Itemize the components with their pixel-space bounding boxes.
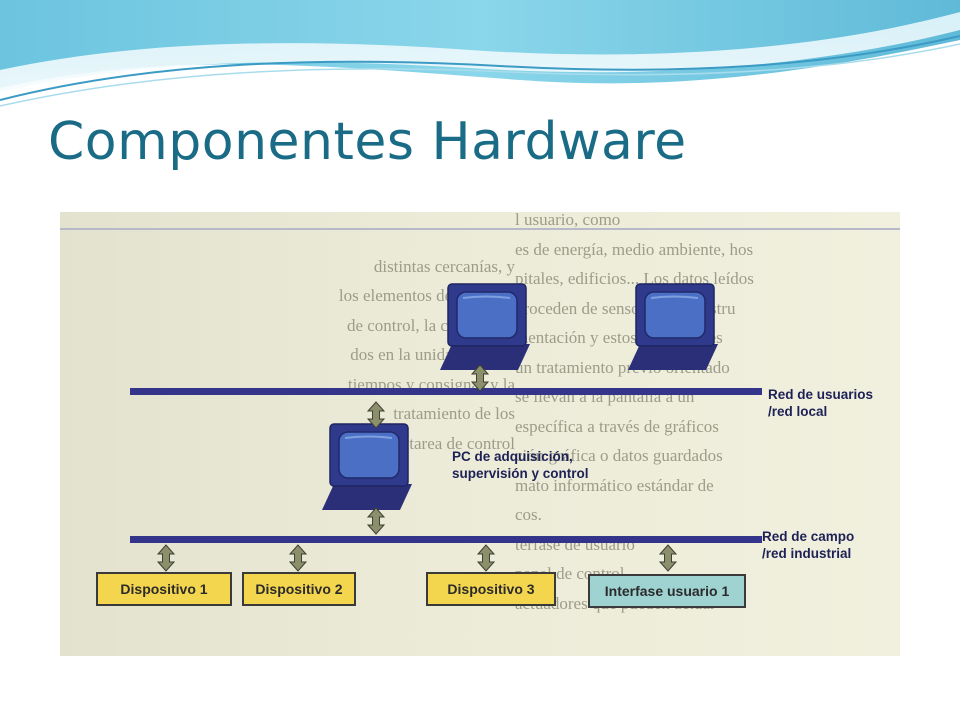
workstation-1-monitor-icon bbox=[439, 283, 531, 371]
pc-acquisition-monitor-icon bbox=[321, 423, 413, 511]
device-2-connector-arrow bbox=[289, 544, 307, 572]
network-diagram: distintas cercanías, y los elementos de … bbox=[60, 212, 900, 656]
users-network-label-line-2: /red local bbox=[768, 404, 828, 419]
device-3-connector-arrow bbox=[477, 544, 495, 572]
background-text-line: distintas cercanías, y bbox=[373, 256, 515, 276]
background-text-line: cos. bbox=[515, 505, 542, 524]
background-text-line: tratamiento de los bbox=[393, 404, 515, 423]
field-network-label-line-2: /red industrial bbox=[762, 546, 852, 561]
device-2-box: Dispositivo 2 bbox=[242, 572, 356, 606]
device-3-box: Dispositivo 3 bbox=[426, 572, 556, 606]
field-network-label: Red de campo /red industrial bbox=[762, 528, 854, 562]
pc-to-field-connector-arrow bbox=[367, 507, 385, 535]
background-text-line: l usuario, como bbox=[515, 212, 621, 229]
slide-title: Componentes Hardware bbox=[48, 112, 687, 172]
interface-user-1-box: Interfase usuario 1 bbox=[588, 574, 746, 608]
pc-acquisition-label-line-1: PC de adquisición, bbox=[452, 449, 573, 464]
users-network-label: Red de usuarios /red local bbox=[768, 386, 873, 420]
background-text-line: ción gráfica o datos guardados bbox=[515, 446, 723, 465]
diagram-graphics bbox=[130, 283, 762, 572]
pc-acquisition-label: PC de adquisición, supervisión y control bbox=[452, 448, 589, 482]
workstation-2-monitor-icon bbox=[627, 283, 719, 371]
pc-acquisition-label-line-2: supervisión y control bbox=[452, 466, 589, 481]
device-1-box: Dispositivo 1 bbox=[96, 572, 232, 606]
background-text-line: mato informático estándar de bbox=[515, 475, 714, 495]
users-network-label-line-1: Red de usuarios bbox=[768, 387, 874, 402]
interface-1-connector-arrow bbox=[659, 544, 677, 572]
users-network-bus bbox=[130, 388, 762, 395]
field-network-label-line-1: Red de campo bbox=[762, 529, 855, 544]
background-text-line: es de energía, medio ambiente, hos bbox=[515, 239, 754, 259]
field-network-bus bbox=[130, 536, 762, 543]
device-1-connector-arrow bbox=[157, 544, 175, 572]
page-top-rule bbox=[60, 228, 900, 230]
background-text-line: específica a través de gráficos bbox=[515, 416, 719, 436]
header-wave-decoration bbox=[0, 0, 960, 107]
